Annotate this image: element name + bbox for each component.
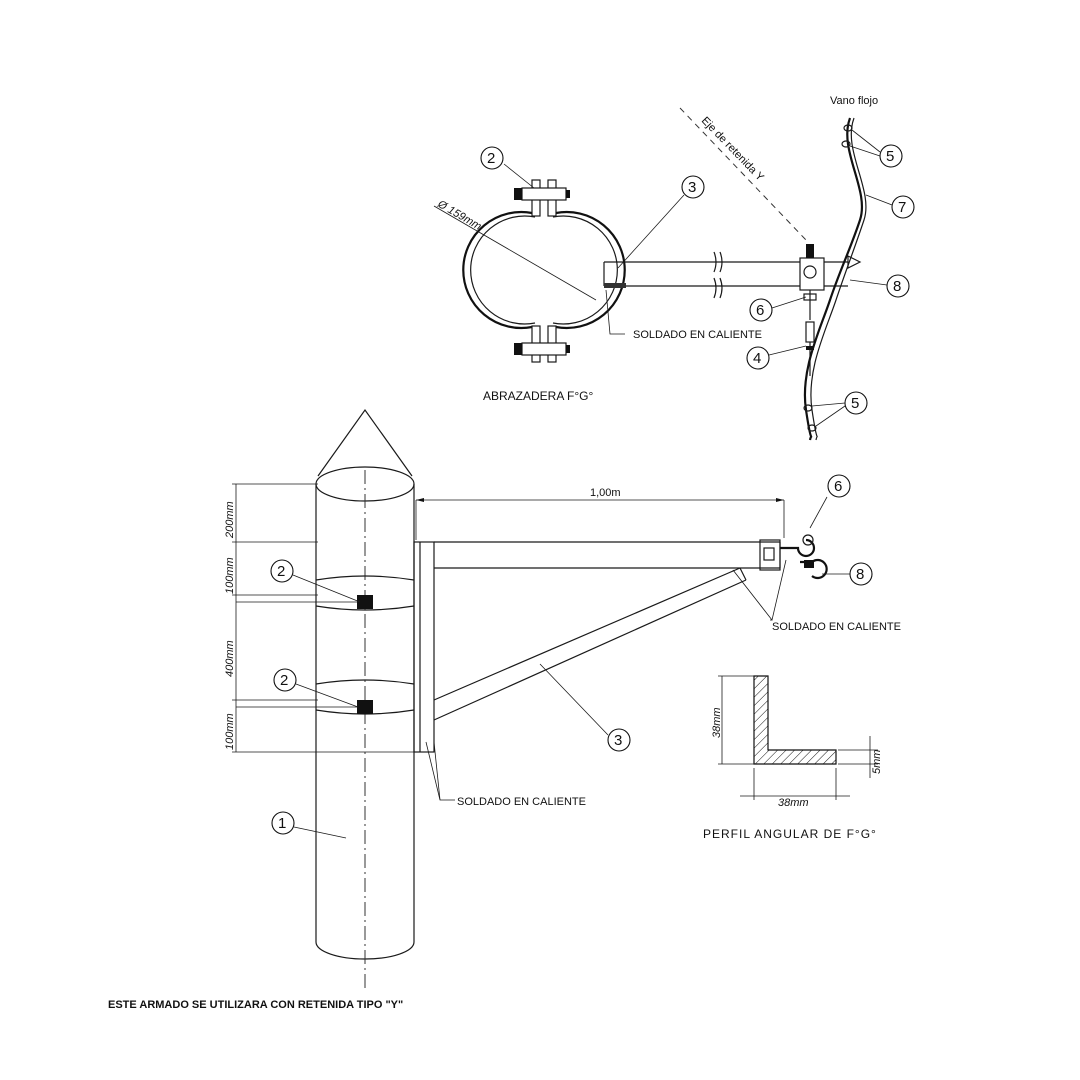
clamp-ring-right bbox=[555, 210, 626, 330]
soldado-label-right: SOLDADO EN CALIENTE bbox=[772, 621, 901, 633]
callout-3-top: 3 bbox=[688, 179, 696, 196]
usage-note: ESTE ARMADO SE UTILIZARA CON RETENIDA TI… bbox=[108, 999, 403, 1011]
clamp-top-view: Ø 159mm SOLDADO EN CALIENTE ABRAZADERA F… bbox=[433, 179, 862, 403]
soldado-label-bottom: SOLDADO EN CALIENTE bbox=[457, 796, 586, 808]
callout-1: 1 bbox=[278, 815, 286, 832]
soldado-label-top: SOLDADO EN CALIENTE bbox=[633, 329, 762, 341]
dim-1m: 1,00m bbox=[590, 487, 621, 499]
profile-title: PERFIL ANGULAR DE F°G° bbox=[703, 827, 877, 841]
callouts-top: 2 3 5 7 8 6 4 5 bbox=[480, 129, 915, 427]
callout-8-top: 8 bbox=[893, 278, 901, 295]
clamp-ring-left bbox=[462, 210, 533, 330]
callout-2-top: 2 bbox=[487, 150, 495, 167]
dim-200mm: 200mm bbox=[224, 501, 236, 539]
callout-5-bottom: 5 bbox=[851, 395, 859, 412]
callout-6-top: 6 bbox=[756, 302, 764, 319]
profile-width-dim: 38mm bbox=[778, 797, 809, 809]
callout-2-b: 2 bbox=[280, 672, 288, 689]
clamp-title: ABRAZADERA F°G° bbox=[483, 389, 593, 403]
pole-elevation bbox=[315, 408, 828, 990]
guy-axis-label: Eje de retenida Y bbox=[699, 115, 767, 184]
elevation-dimensions: 200mm 100mm 400mm 100mm 1,00m SOLDADO EN… bbox=[224, 483, 901, 808]
callout-5-top: 5 bbox=[886, 148, 894, 165]
callout-3-bottom: 3 bbox=[614, 732, 622, 749]
callout-7: 7 bbox=[898, 199, 906, 216]
dim-400mm: 400mm bbox=[224, 640, 236, 677]
angle-profile: 38mm 38mm 5mm PERFIL ANGULAR DE F°G° bbox=[703, 675, 883, 841]
callout-4: 4 bbox=[753, 350, 761, 367]
callouts-elevation: 6 8 2 2 3 1 bbox=[236, 474, 873, 839]
diameter-label: Ø 159mm bbox=[435, 198, 484, 233]
dim-100mm-a: 100mm bbox=[224, 557, 236, 594]
dim-100mm-b: 100mm bbox=[224, 713, 236, 750]
profile-height-dim: 38mm bbox=[711, 707, 723, 738]
profile-thickness-dim: 5mm bbox=[871, 750, 883, 774]
callout-2-a: 2 bbox=[277, 563, 285, 580]
slack-span-label: Vano flojo bbox=[830, 95, 878, 107]
callout-6-bottom: 6 bbox=[834, 478, 842, 495]
callout-8-bottom: 8 bbox=[856, 566, 864, 583]
